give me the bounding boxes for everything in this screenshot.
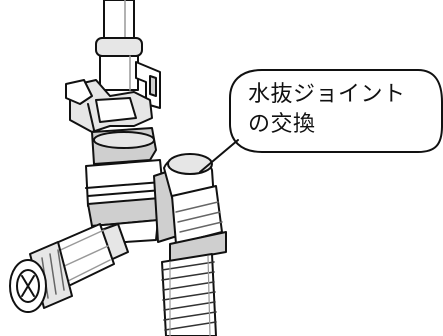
callout-label: 水抜ジョイント の交換 (248, 80, 438, 140)
pipe-ring (95, 37, 143, 91)
drain-joint (153, 153, 227, 263)
callout-line-1: 水抜ジョイント (248, 82, 406, 107)
clamp (65, 79, 153, 133)
callout-bubble (199, 69, 443, 173)
angled-pipe (9, 223, 129, 313)
upper-thin-pipe (103, 0, 135, 41)
callout-line-2: の交換 (248, 112, 316, 137)
corrugated-hose (161, 253, 217, 336)
